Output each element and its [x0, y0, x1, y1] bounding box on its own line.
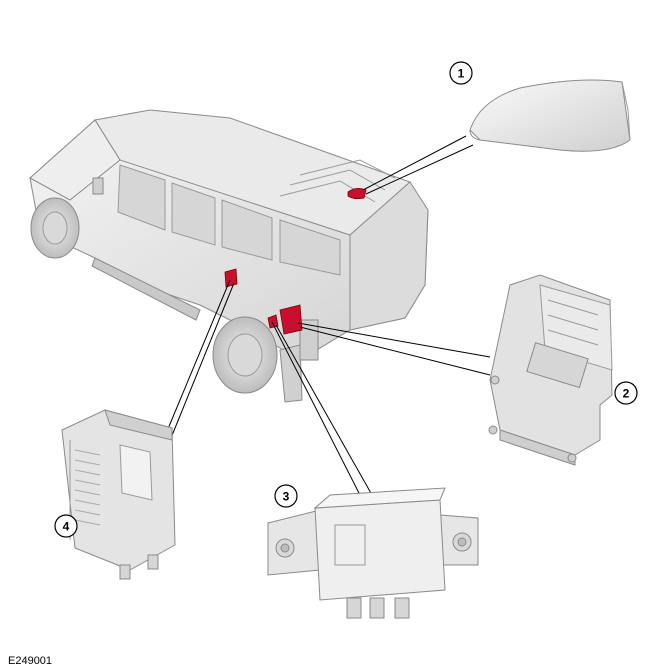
leader-line-3b — [275, 324, 373, 496]
module-4-component — [61, 409, 176, 580]
callout-1-label: 1 — [458, 67, 465, 81]
module-2-component — [488, 274, 613, 466]
figure-reference-code: E249001 — [8, 655, 53, 667]
callout-3: 3 — [274, 484, 298, 508]
leader-line-3a — [271, 321, 361, 496]
module-3-location-marker — [267, 314, 279, 329]
module-2-location-marker — [279, 304, 303, 335]
callout-4: 4 — [54, 514, 78, 538]
leader-line-1a — [362, 135, 467, 191]
module-3-component — [267, 487, 479, 619]
vehicle-rear — [349, 181, 429, 331]
vehicle — [29, 109, 429, 403]
roof-antenna-location-marker — [347, 188, 367, 200]
callout-2: 2 — [614, 381, 638, 405]
callout-2-label: 2 — [623, 387, 630, 401]
callout-4-label: 4 — [63, 520, 70, 534]
module-4-location-marker — [224, 268, 238, 288]
leader-lines — [154, 135, 491, 496]
leader-line-2a — [297, 322, 491, 358]
leader-line-1b — [365, 144, 474, 195]
callout-1: 1 — [449, 61, 473, 85]
leader-line-2b — [299, 326, 491, 376]
callout-3-label: 3 — [283, 490, 290, 504]
roof-antenna-component — [469, 79, 631, 152]
